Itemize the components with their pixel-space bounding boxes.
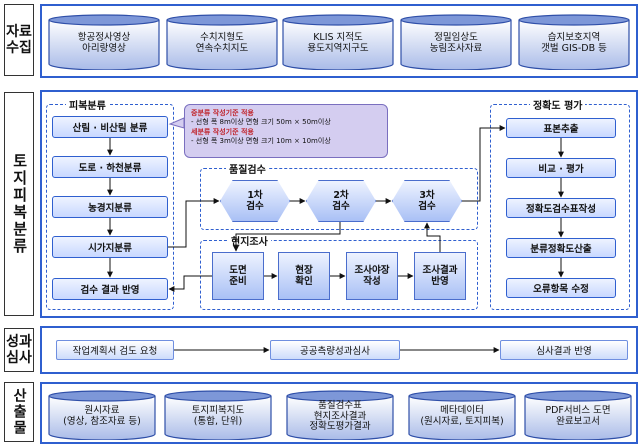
accuracy-step-5: 오류항목 수정 [506,278,616,298]
section-label-classification: 토지피복분류 [4,92,34,316]
field-survey-title: 현지조사 [228,233,271,248]
review-step-2: 공공측량성과심사 [270,340,400,360]
accuracy-step-4: 분류정확도산출 [506,238,616,258]
accuracy-step-2: 비교 · 평가 [506,158,616,178]
output-item-3-label: 품질검수표 현지조사결과 정확도평가결과 [309,399,371,433]
land-cover-step-4: 시가지분류 [52,236,168,258]
output-item-4-label: 메타데이터 (원시자료, 토지피복) [420,405,504,427]
output-item-1-label: 원시자료 (영상, 참조자료 등) [63,405,141,427]
review-step-1: 작업계획서 검도 요청 [56,340,174,360]
output-item-1: 원시자료 (영상, 참조자료 등) [48,390,156,440]
land-cover-step-3: 농경지분류 [52,196,168,218]
field-step-3: 조사야장 작성 [346,252,398,300]
output-item-2: 토지피복지도 (통합, 단위) [164,390,272,440]
land-cover-step-5: 검수 결과 반영 [52,278,168,300]
quality-stage-2: 2차 검수 [306,180,376,222]
collection-item-3-label: KLIS 지적도 용도지역지구도 [307,32,369,54]
collection-item-5: 습지보호지역 갯벌 GIS-DB 등 [518,14,630,70]
field-step-4: 조사결과 반영 [414,252,466,300]
field-step-2: 현장 확인 [278,252,330,300]
field-step-1: 도면 준비 [212,252,264,300]
note-mid-class-title: 중분류 작성기준 적용 [191,109,254,117]
quality-stage-1: 1차 검수 [220,180,290,222]
output-item-5: PDF서비스 도면 완료보고서 [524,390,632,440]
note-sub-class-detail: - 선형 폭 3m이상 면형 크기 10m × 10m이상 [191,137,331,146]
review-step-3: 심사결과 반영 [500,340,628,360]
note-mid-class-detail: - 선형 폭 8m이상 면형 크기 50m × 50m이상 [191,118,331,127]
land-cover-step-2: 도로 · 하천분류 [52,156,168,178]
note-sub-class-title: 세분류 작성기준 적용 [191,127,254,136]
quality-stage-3: 3차 검수 [392,180,462,222]
accuracy-step-1: 표본추출 [506,118,616,138]
output-item-3: 품질검수표 현지조사결과 정확도평가결과 [286,390,394,440]
collection-item-2-label: 수치지형도 연속수치지도 [195,32,249,54]
collection-item-1: 항공정사영상 아리랑영상 [48,14,160,70]
output-item-5-label: PDF서비스 도면 완료보고서 [545,405,611,427]
accuracy-group-title: 정확도 평가 [530,97,586,112]
collection-item-4-label: 정밀임상도 농림조사자료 [429,32,483,54]
quality-check-title: 품질검수 [226,161,269,176]
section-label-collection: 자료 수집 [4,4,34,76]
collection-item-2: 수치지형도 연속수치지도 [166,14,278,70]
accuracy-step-3: 정확도검수표작성 [506,198,616,218]
land-cover-group-title: 피복분류 [66,97,109,112]
criteria-note: 중분류 작성기준 적용 - 선형 폭 8m이상 면형 크기 50m × 50m이… [184,104,388,158]
collection-item-5-label: 습지보호지역 갯벌 GIS-DB 등 [541,32,607,54]
collection-item-1-label: 항공정사영상 아리랑영상 [77,32,131,54]
collection-item-4: 정밀임상도 농림조사자료 [400,14,512,70]
output-item-4: 메타데이터 (원시자료, 토지피복) [408,390,516,440]
output-item-2-label: 토지피복지도 (통합, 단위) [191,405,245,427]
section-label-output: 산출물 [4,382,34,442]
section-label-review: 성과 심사 [4,328,34,372]
collection-item-3: KLIS 지적도 용도지역지구도 [282,14,394,70]
land-cover-step-1: 산림 · 비산림 분류 [52,116,168,138]
